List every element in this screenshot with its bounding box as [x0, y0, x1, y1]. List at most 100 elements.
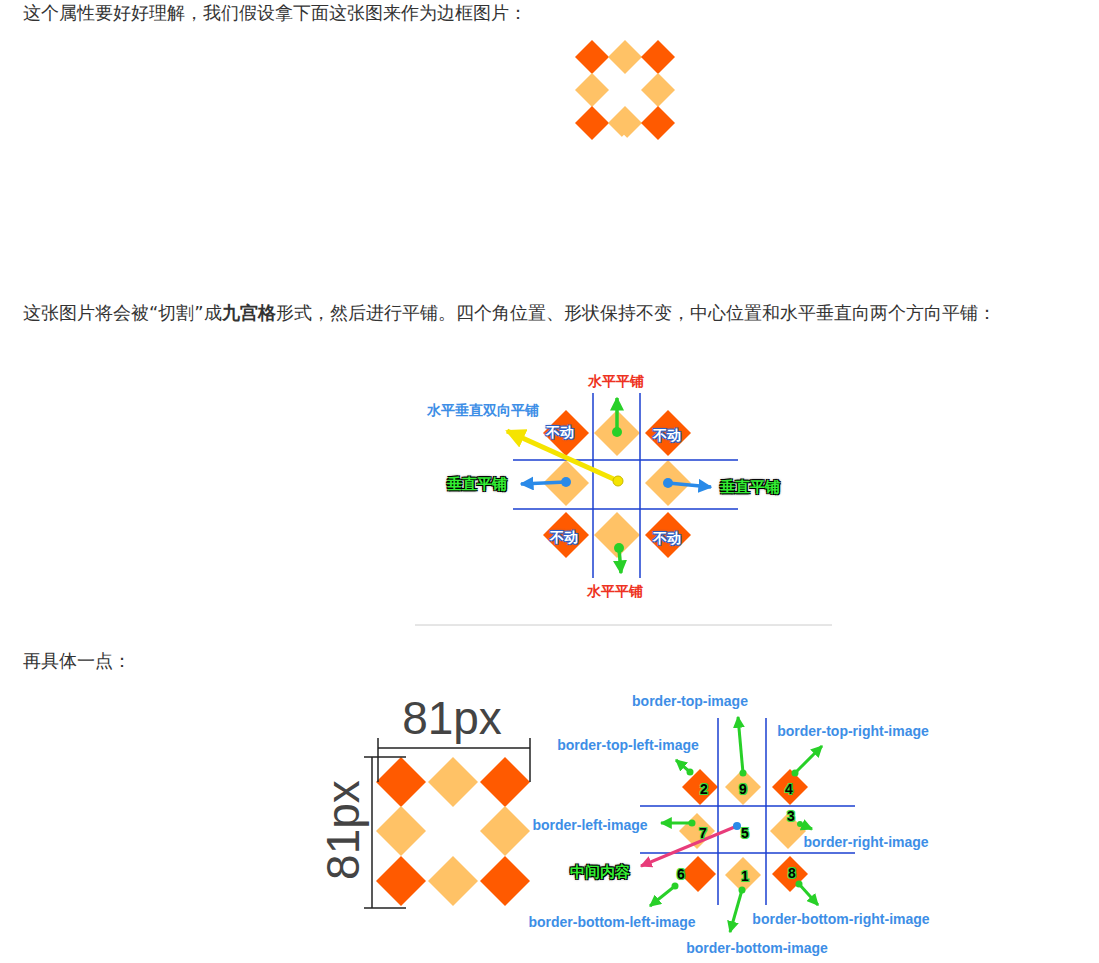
paragraph-text: 形式，然后进行平铺。四个角位置、形状保持不变，中心位置和水平垂直向两个方向平铺： [276, 302, 996, 323]
leader-dot [663, 478, 673, 488]
edge-tile [480, 806, 530, 856]
callout-number: 9 [739, 781, 747, 797]
corner-tile [376, 757, 426, 807]
tile-label: 不动 [653, 427, 681, 443]
leader-dot [796, 881, 803, 888]
corner-tile [680, 856, 716, 892]
leader-arrow [738, 717, 743, 773]
edge-tile [608, 40, 642, 74]
callout-number: 2 [700, 781, 708, 797]
part-label: border-left-image [532, 817, 647, 833]
leader-dot [740, 770, 747, 777]
corner-tile [682, 769, 718, 805]
leader-arrow [668, 483, 711, 487]
dimension-line [371, 757, 373, 908]
callout-number: 8 [788, 865, 796, 881]
callout-number: 5 [741, 825, 749, 841]
slice-line [639, 393, 641, 578]
corner-tile [641, 106, 675, 140]
corner-tile [480, 856, 530, 906]
tile-label: 不动 [550, 529, 578, 545]
leader-arrow [799, 884, 818, 905]
leader-arrow [661, 822, 692, 825]
tile-label: 垂直平铺 [720, 478, 780, 495]
slice-line [513, 459, 738, 461]
edge-tile [725, 857, 761, 893]
edge-tile [608, 106, 642, 140]
slice-line [640, 805, 855, 807]
tile-label: 水平平铺 [587, 583, 643, 599]
part-label: border-top-right-image [777, 723, 929, 739]
leader-dot [792, 770, 799, 777]
edge-tile [575, 73, 609, 107]
edge-tile [376, 806, 426, 856]
leader-dot [733, 822, 741, 830]
dimension: 81px [320, 780, 366, 880]
leader-dot [561, 477, 571, 487]
edge-tile [641, 73, 675, 107]
paragraph: 再具体一点： [23, 648, 1083, 673]
corner-tile [480, 757, 530, 807]
callout-number: 3 [787, 808, 795, 824]
tile [645, 241, 687, 283]
paragraph-text: 这张图片将会被“切割”成 [23, 302, 222, 323]
border-image-sample [575, 40, 675, 140]
part-label: border-bottom-right-image [752, 911, 929, 927]
tile-label: 水平平铺 [588, 373, 644, 389]
corner-tile [645, 410, 691, 456]
dimension: 81px [402, 695, 502, 741]
paragraph: 这张图片将会被“切割”成九宫格形式，然后进行平铺。四个角位置、形状保持不变，中心… [23, 300, 1083, 325]
leader-dot [614, 543, 624, 553]
tile-label: 水平垂直双向平铺 [427, 402, 539, 418]
dimension-line [378, 747, 530, 749]
tile-label: 垂直平铺 [447, 475, 507, 492]
leader-dot [613, 476, 623, 486]
part-label: border-top-image [632, 693, 748, 709]
part-label: border-top-left-image [557, 737, 699, 753]
nine-grid [507, 393, 738, 578]
leader-dot [689, 820, 696, 827]
dimension-line [364, 907, 406, 909]
slice-line [513, 508, 738, 510]
leader-arrow [641, 826, 737, 866]
leader-arrow [521, 482, 566, 484]
tile-label: 不动 [653, 530, 681, 546]
slice-line [765, 718, 767, 905]
corner-tile [772, 769, 808, 805]
dimension-line [377, 738, 379, 782]
callout-number: 4 [785, 781, 793, 797]
leader-arrow [650, 886, 675, 906]
callout-number: 1 [741, 868, 749, 884]
dimension-line [364, 756, 406, 758]
corner-tile [376, 856, 426, 906]
leader-arrow [795, 746, 822, 773]
leader-dot [687, 769, 694, 776]
leader-arrow [730, 890, 742, 932]
corner-tile [575, 106, 609, 140]
color-tile-sample [561, 157, 687, 283]
emphasis: 九宫格 [222, 302, 276, 323]
corner-tile [645, 512, 691, 558]
slice-line [717, 718, 719, 905]
edge-tile [725, 769, 761, 805]
dimension-line [529, 738, 531, 782]
leader-arrow [615, 398, 619, 432]
leader-dot [739, 887, 746, 894]
corner-tile [575, 40, 609, 74]
paragraph: 这个属性要好好理解，我们假设拿下面这张图来作为边框图片： [23, 0, 1083, 25]
part-label: border-right-image [803, 834, 928, 850]
callout-number: 7 [699, 825, 707, 841]
edge-tile [594, 512, 640, 558]
divider [415, 625, 832, 626]
sized-sample [364, 738, 530, 908]
edge-tile [428, 856, 478, 906]
edge-tile [428, 757, 478, 807]
tile-label: 不动 [546, 424, 574, 440]
corner-tile [543, 512, 589, 558]
corner-tile [641, 40, 675, 74]
callout-number: 6 [677, 866, 685, 882]
part-label: border-bottom-left-image [528, 914, 695, 930]
leader-dot [797, 821, 803, 827]
part-label: 中间内容 [570, 863, 630, 880]
leader-dot [672, 883, 679, 890]
